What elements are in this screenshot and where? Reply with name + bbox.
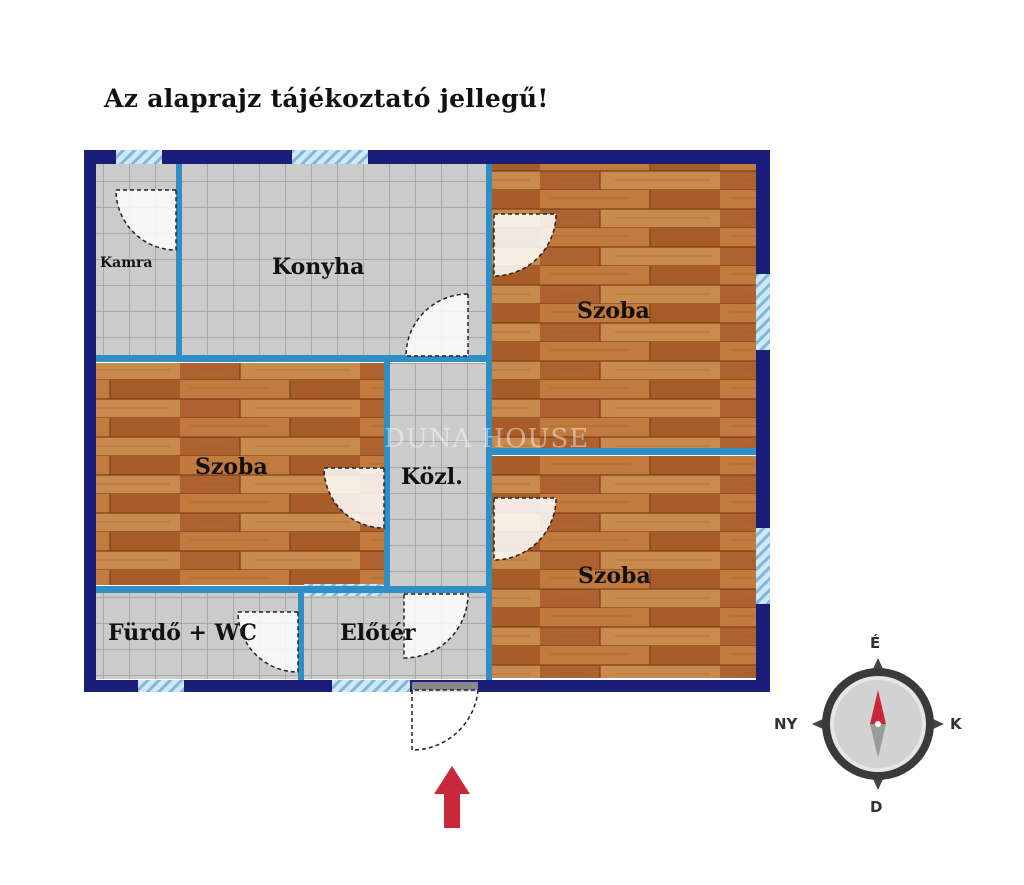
entrance-arrow-icon <box>434 766 470 828</box>
page-title: Az alaprajz tájékoztató jellegű! <box>104 84 549 113</box>
compass-west-label: NY <box>774 715 798 733</box>
room-label-konyha: Konyha <box>272 254 365 280</box>
room-label-szoba-se: Szoba <box>578 563 651 589</box>
room-label-eloter: Előtér <box>340 620 416 646</box>
compass-north-label: É <box>870 634 881 652</box>
window <box>332 680 410 692</box>
window <box>756 528 770 604</box>
watermark-text: DUNA HOUSE <box>384 424 590 454</box>
room-label-kamra: Kamra <box>100 255 153 271</box>
room-label-furdo: Fürdő + WC <box>108 620 257 646</box>
corridor-floor <box>390 363 486 587</box>
entrance-threshold <box>412 682 478 690</box>
se-room-floor <box>490 456 756 678</box>
window <box>292 150 368 164</box>
room-label-szoba-ne: Szoba <box>577 298 650 324</box>
compass-east-label: K <box>950 715 962 733</box>
room-label-kozl: Közl. <box>401 464 463 490</box>
window <box>116 150 162 164</box>
compass-south-label: D <box>870 798 883 816</box>
window <box>756 274 770 350</box>
room-label-szoba-w: Szoba <box>195 454 268 480</box>
window <box>138 680 184 692</box>
compass-icon <box>812 658 944 790</box>
ne-room-floor <box>490 164 756 452</box>
